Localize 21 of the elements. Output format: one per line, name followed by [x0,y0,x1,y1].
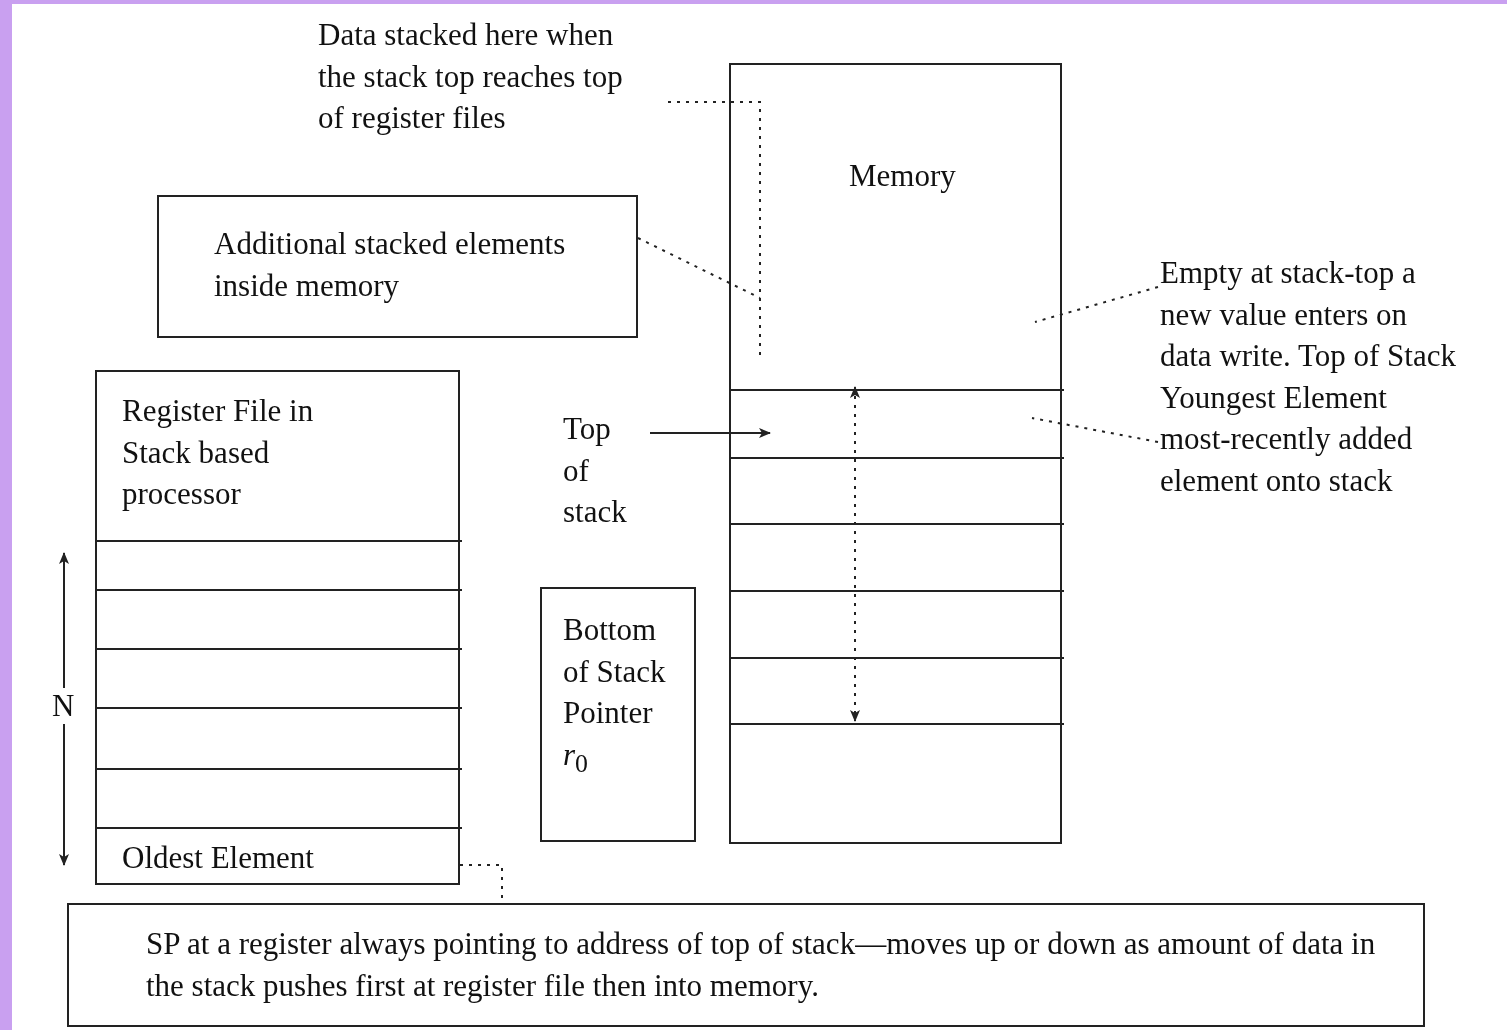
box-label: Additional stacked elements inside memory [214,225,567,305]
register-file-box [95,370,460,885]
dimension-label: N [52,688,75,724]
box-label: Memory [849,157,957,195]
annotation-text: Empty at stack-top a new value enters on data write. Top of Stack Youngest Element most-recently added element onto stack [1160,254,1457,500]
leader-line [1031,417,1159,443]
annotation-text: Data stacked here when the stack top reaches top of register files [318,16,624,137]
note-box [67,903,1425,1027]
box-label: Bottom of Stack Pointer r$_{0}$ [563,611,667,780]
arrow [649,428,771,438]
leader-line [637,237,761,299]
callout-box [157,195,638,338]
memory-box [729,63,1062,844]
box-label: Register File in Stack based processor [122,392,315,513]
leader-line [1034,286,1159,323]
pointer-box [540,587,696,842]
box-label: Oldest Element [122,839,315,877]
box-label: SP at a register always pointing to address of top of stack—moves up or down as amount of data in the stack pushes first at register file then into memory. [146,925,1376,1005]
leader-line [850,386,860,722]
annotation-text: Top of stack [563,410,628,531]
leader-line [667,101,761,356]
